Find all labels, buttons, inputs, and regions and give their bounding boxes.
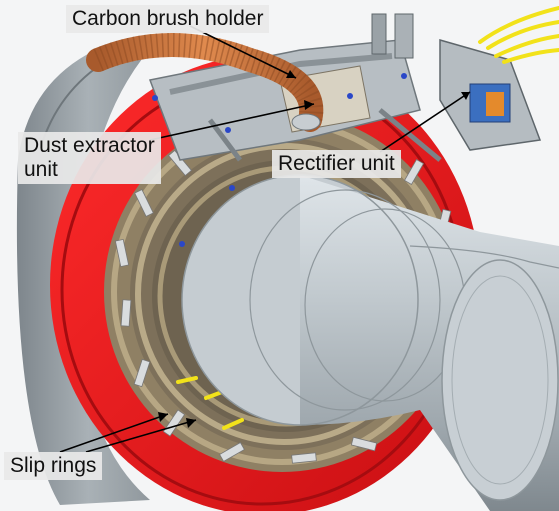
rectifier-unit <box>439 6 559 151</box>
label-carbon-brush-holder: Carbon brush holder <box>66 5 270 33</box>
callout-arrowheads <box>158 70 470 428</box>
callout-pointers <box>59 25 471 453</box>
brush-holder-frame <box>148 13 442 162</box>
label-slip-rings: Slip rings <box>4 452 103 480</box>
dust-extractor-hose <box>86 33 324 132</box>
label-dust-extractor-unit: Dust extractor unit <box>18 132 161 184</box>
label-rectifier-unit: Rectifier unit <box>272 150 401 178</box>
shaft <box>181 174 559 511</box>
